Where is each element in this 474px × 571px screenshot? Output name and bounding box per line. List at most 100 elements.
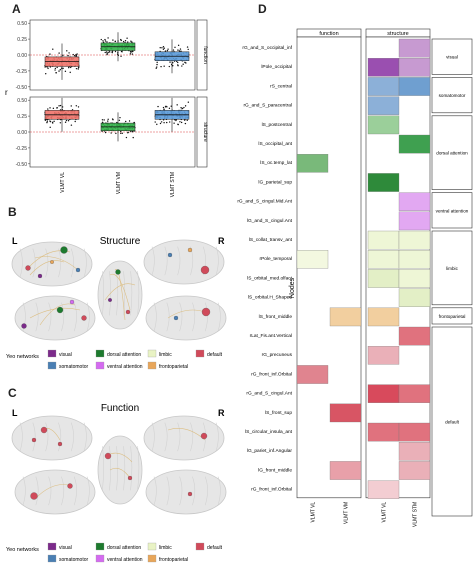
- row-label: rLat_Fis.ant.Vertical: [250, 333, 292, 339]
- brain-edge: [114, 269, 126, 321]
- brain-sulcus: [48, 302, 52, 332]
- brain-sulcus: [217, 476, 221, 506]
- brain-sulcus: [35, 302, 39, 332]
- data-point: [129, 53, 132, 55]
- brain-sulcus: [45, 422, 49, 452]
- data-point: [46, 121, 48, 124]
- brain-sulcus: [192, 476, 196, 506]
- row-label: rG_and_S_cingul.Mid.Ant: [237, 199, 292, 205]
- brain-node: [30, 492, 38, 500]
- brain-sulcus: [102, 446, 105, 491]
- data-point: [180, 107, 182, 109]
- brain-node: [75, 267, 81, 273]
- data-point: [179, 121, 181, 123]
- network-group-box: [431, 115, 473, 190]
- data-point: [186, 119, 188, 122]
- heatmap-cell: [367, 250, 400, 269]
- network-group-label: dorsal attention: [436, 151, 468, 156]
- network-group-label: default: [445, 420, 460, 425]
- brain-sulcus: [166, 302, 170, 332]
- data-point: [161, 47, 163, 49]
- data-point: [184, 105, 187, 107]
- function-brains-panel: Function L R: [11, 403, 227, 515]
- legend-label: limbic: [159, 352, 172, 358]
- brain-outline: [143, 239, 225, 285]
- legend-swatch: [147, 542, 157, 551]
- network-group-label: ventral attention: [436, 208, 469, 213]
- row-label: lG_pariet_inf.Angular: [247, 448, 292, 454]
- data-point: [111, 51, 113, 54]
- x-category-label: VLMT VL: [60, 172, 66, 193]
- y-tick-label: -0.25: [16, 146, 28, 152]
- heatmap-cell: [398, 288, 431, 307]
- data-point: [120, 55, 122, 57]
- brain-sulcus: [83, 248, 87, 278]
- data-point: [105, 51, 108, 53]
- brain-node: [25, 265, 31, 271]
- legend-swatch: [95, 361, 105, 370]
- brain-node: [60, 246, 68, 254]
- brain-sulcus: [102, 271, 105, 316]
- data-point: [77, 68, 79, 70]
- data-point: [62, 67, 64, 70]
- brain-sulcus: [35, 476, 39, 506]
- data-point: [168, 107, 171, 110]
- heatmap-cell: [398, 442, 431, 461]
- structure-title: Structure: [100, 236, 141, 247]
- brain-sulcus: [130, 271, 133, 316]
- data-point: [68, 52, 70, 54]
- brain-sulcus: [130, 446, 133, 491]
- brain-node: [108, 298, 112, 302]
- data-point: [101, 119, 104, 121]
- brain-sulcus: [73, 476, 77, 506]
- heatmap-ylabel: Nodes: [289, 277, 296, 298]
- brain-sulcus: [192, 302, 196, 332]
- data-point: [173, 122, 175, 124]
- data-point: [53, 120, 55, 123]
- function-left-label: L: [12, 408, 18, 418]
- data-point: [182, 63, 184, 65]
- brain-sulcus: [22, 476, 26, 506]
- brain-sulcus: [32, 248, 36, 278]
- network-group-box: [431, 326, 473, 517]
- network-group-box: [431, 307, 473, 325]
- brain-sulcus: [177, 422, 181, 452]
- structure-right-label: R: [218, 236, 225, 246]
- brain-sulcus: [190, 422, 194, 452]
- data-point: [162, 48, 165, 51]
- legend-swatch: [147, 361, 157, 370]
- data-point: [75, 67, 78, 70]
- brain-right-medial: [145, 295, 227, 341]
- data-point: [104, 38, 106, 41]
- row-label: rG_front_inf.Orbital: [251, 371, 292, 377]
- data-point: [178, 50, 181, 52]
- data-point: [120, 132, 122, 134]
- heatmap-cell: [296, 154, 329, 173]
- brain-sulcus: [215, 422, 219, 452]
- function-right-label: R: [218, 408, 225, 418]
- brain-sulcus: [70, 422, 74, 452]
- row-label: lS_occipital_ant: [258, 141, 292, 147]
- brain-node: [56, 306, 64, 314]
- facet-strip-label: structure: [202, 122, 208, 142]
- data-point: [70, 105, 72, 107]
- data-point: [106, 52, 108, 55]
- data-point: [120, 38, 122, 41]
- network-group-label: somatomotor: [439, 93, 466, 98]
- brain-sulcus: [151, 246, 155, 276]
- data-point: [165, 105, 167, 107]
- data-point: [185, 62, 187, 64]
- brain-node: [37, 273, 43, 279]
- brain-sulcus: [19, 248, 23, 278]
- data-point: [177, 61, 179, 64]
- data-point: [163, 47, 166, 49]
- row-label: rG_and_S_occipital_inf: [242, 45, 292, 51]
- function-title: Function: [101, 403, 139, 414]
- data-point: [75, 55, 78, 57]
- brain-node: [200, 265, 210, 275]
- data-point: [104, 40, 107, 42]
- data-point: [106, 53, 108, 56]
- brain-edge: [109, 467, 131, 479]
